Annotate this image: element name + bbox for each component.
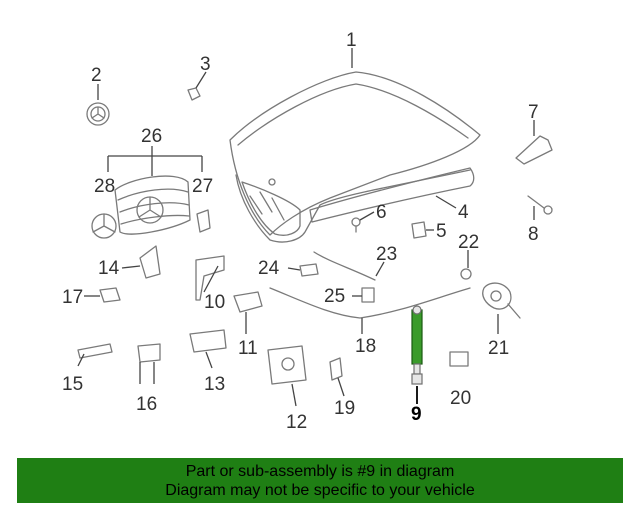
callout-28: 28 bbox=[94, 176, 115, 197]
part-6-fastener[interactable] bbox=[351, 217, 361, 233]
callout-15: 15 bbox=[62, 374, 83, 395]
callout-16: 16 bbox=[136, 394, 157, 415]
part-9-gas-strut[interactable] bbox=[411, 305, 423, 385]
part-2-emblem[interactable] bbox=[86, 102, 110, 126]
part-21-lock[interactable] bbox=[482, 282, 521, 319]
part-25-bumper[interactable] bbox=[361, 287, 375, 303]
callout-2: 2 bbox=[91, 65, 102, 86]
part-grille[interactable] bbox=[114, 175, 191, 235]
callout-9: 9 bbox=[411, 404, 422, 425]
part-19-clip[interactable] bbox=[329, 357, 343, 381]
callout-25: 25 bbox=[324, 286, 345, 307]
part-16-clips[interactable] bbox=[137, 343, 161, 363]
callout-26: 26 bbox=[141, 126, 162, 147]
part-5-bump-stop[interactable] bbox=[411, 221, 427, 239]
part-7-trim[interactable] bbox=[515, 135, 553, 165]
callout-19: 19 bbox=[334, 398, 355, 419]
part-23-cable[interactable] bbox=[313, 251, 376, 281]
part-1-hood[interactable] bbox=[229, 71, 481, 243]
callout-20: 20 bbox=[450, 388, 471, 409]
callout-10: 10 bbox=[204, 292, 225, 313]
part-15-lever[interactable] bbox=[77, 343, 113, 359]
callout-24: 24 bbox=[258, 258, 280, 279]
part-17-clip[interactable] bbox=[99, 287, 121, 303]
part-20-bumper[interactable] bbox=[449, 351, 469, 367]
part-24-clip[interactable] bbox=[299, 263, 319, 277]
callout-1: 1 bbox=[346, 30, 357, 51]
callout-14: 14 bbox=[98, 258, 120, 279]
banner-line-2: Diagram may not be specific to your vehi… bbox=[165, 482, 475, 499]
part-28-star[interactable] bbox=[91, 213, 117, 239]
callout-6: 6 bbox=[376, 202, 387, 223]
part-4-seal[interactable] bbox=[309, 167, 475, 223]
callout-3: 3 bbox=[200, 54, 211, 75]
part-13-handle[interactable] bbox=[189, 329, 227, 353]
callout-12: 12 bbox=[286, 412, 307, 433]
part-3-clip[interactable] bbox=[187, 87, 201, 101]
info-banner: Part or sub-assembly is #9 in diagram Di… bbox=[17, 458, 623, 503]
callout-23: 23 bbox=[376, 244, 397, 265]
callout-7: 7 bbox=[528, 102, 539, 123]
callout-21: 21 bbox=[488, 338, 509, 359]
part-18-release-cable[interactable] bbox=[269, 287, 471, 319]
callout-5: 5 bbox=[436, 221, 447, 242]
part-12-latch[interactable] bbox=[267, 345, 307, 385]
parts-diagram: 1 4 2 3 26 27 28 5 bbox=[62, 30, 553, 433]
part-14-bracket[interactable] bbox=[139, 245, 161, 279]
banner-line-1: Part or sub-assembly is #9 in diagram bbox=[185, 463, 455, 480]
callout-18: 18 bbox=[355, 336, 376, 357]
part-11-hinge[interactable] bbox=[233, 291, 263, 313]
callout-22: 22 bbox=[458, 232, 479, 253]
callout-17: 17 bbox=[62, 287, 83, 308]
part-10-striker[interactable] bbox=[195, 255, 225, 301]
callout-4: 4 bbox=[458, 202, 469, 223]
callout-13: 13 bbox=[204, 374, 225, 395]
callout-27: 27 bbox=[192, 176, 213, 197]
part-27-badge[interactable] bbox=[196, 209, 211, 233]
part-22-grommet[interactable] bbox=[460, 268, 472, 280]
callout-8: 8 bbox=[528, 224, 539, 245]
callout-11: 11 bbox=[238, 338, 258, 359]
part-8-bolt[interactable] bbox=[527, 195, 553, 215]
